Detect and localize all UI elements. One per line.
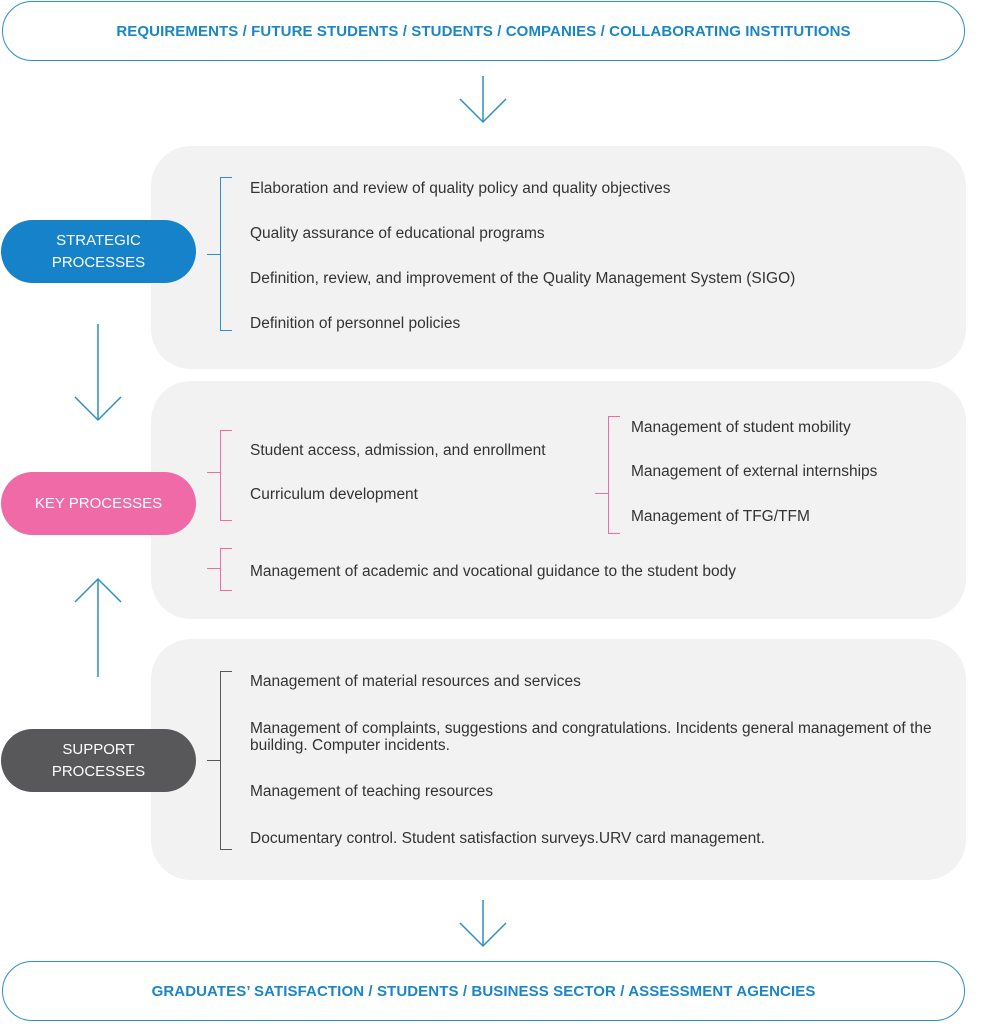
key-right-bracket-tick (595, 493, 609, 494)
key-label: KEY PROCESSES (34, 494, 163, 512)
support-bracket-tick (207, 760, 221, 761)
key-left-item: Student access, admission, and enrollmen… (250, 442, 546, 459)
arrow-up-support-icon (74, 577, 122, 677)
bottom-banner: GRADUATES’ SATISFACTION / STUDENTS / BUS… (2, 961, 965, 1021)
top-banner-text: REQUIREMENTS / FUTURE STUDENTS / STUDENT… (116, 22, 851, 40)
strategic-item: Quality assurance of educational program… (250, 225, 545, 242)
support-bracket (220, 671, 232, 850)
key-left-item: Curriculum development (250, 486, 418, 503)
key-right-bracket (608, 416, 620, 534)
key-right-item: Management of student mobility (631, 419, 851, 436)
support-label-line2: PROCESSES (51, 762, 146, 780)
strategic-item: Elaboration and review of quality policy… (250, 180, 671, 197)
key-left-bracket (220, 430, 232, 521)
strategic-item: Definition of personnel policies (250, 315, 461, 332)
key-bottom-bracket-tick (207, 568, 221, 569)
support-item: Management of complaints, suggestions an… (250, 720, 932, 754)
strategic-item: Definition, review, and improvement of t… (250, 270, 796, 287)
support-processes-badge: SUPPORT PROCESSES (1, 729, 196, 792)
support-item: Management of teaching resources (250, 783, 493, 800)
support-item: Documentary control. Student satisfactio… (250, 830, 765, 847)
key-processes-badge: KEY PROCESSES (1, 472, 196, 535)
support-label-line1: SUPPORT (62, 740, 135, 758)
arrow-down-top-icon (459, 76, 507, 124)
bottom-banner-text: GRADUATES’ SATISFACTION / STUDENTS / BUS… (151, 982, 816, 1000)
key-bottom-bracket (220, 548, 232, 591)
strategic-panel (151, 146, 966, 369)
arrow-down-bottom-icon (459, 900, 507, 948)
strategic-processes-badge: STRATEGIC PROCESSES (1, 220, 196, 283)
strategic-label-line2: PROCESSES (51, 253, 146, 271)
key-left-bracket-tick (207, 472, 221, 473)
strategic-bracket-tick (207, 254, 221, 255)
strategic-label-line1: STRATEGIC (56, 231, 141, 249)
arrow-down-strategic-icon (74, 324, 122, 422)
strategic-bracket (220, 177, 232, 331)
key-bottom-item: Management of academic and vocational gu… (250, 563, 736, 580)
support-panel (151, 639, 966, 880)
top-banner: REQUIREMENTS / FUTURE STUDENTS / STUDENT… (2, 1, 965, 61)
support-item: Management of material resources and ser… (250, 673, 581, 690)
key-panel (151, 381, 966, 619)
key-right-item: Management of external internships (631, 463, 878, 480)
key-right-item: Management of TFG/TFM (631, 508, 810, 525)
